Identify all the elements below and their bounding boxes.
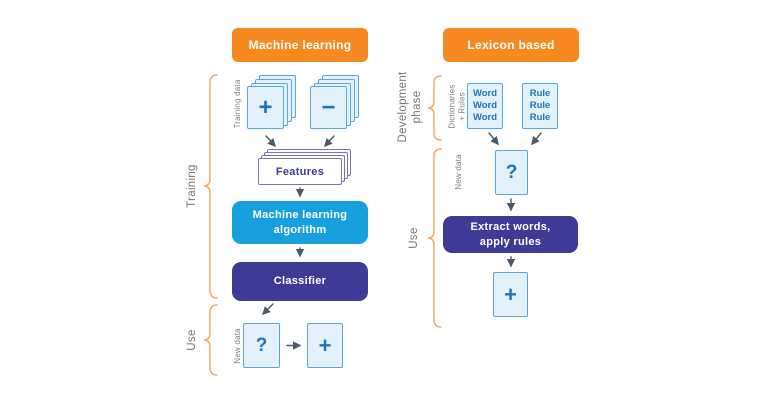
lexicon-based-header: Lexicon based xyxy=(443,28,579,62)
dictionaries-label-line1: Dictionaries xyxy=(447,84,456,129)
rule-line: Rule xyxy=(529,88,551,100)
machine-learning-algorithm-box: Machine learning algorithm xyxy=(232,201,368,244)
classification-result-box-left: + xyxy=(307,323,343,368)
development-phase-bracket-label: Development phase xyxy=(396,71,423,143)
negative-training-docs-stack: − xyxy=(310,75,359,129)
arrow-words-to-newdata xyxy=(488,132,499,146)
use-bracket-left xyxy=(203,304,218,376)
training-bracket xyxy=(203,74,218,299)
plus-icon: + xyxy=(318,332,332,358)
use-bracket-right xyxy=(427,148,442,328)
question-mark-icon: ? xyxy=(255,335,268,356)
new-data-label-right: New data xyxy=(453,154,463,190)
arrow-rules-to-newdata xyxy=(531,132,542,146)
machine-learning-header: Machine learning xyxy=(232,28,368,62)
extract-words-apply-rules-box: Extract words, apply rules xyxy=(443,216,578,253)
question-mark-icon: ? xyxy=(505,162,518,183)
minus-icon: − xyxy=(321,93,336,121)
doc-page-front: − xyxy=(310,86,347,129)
rule-box: Rule Rule Rule xyxy=(522,83,558,129)
new-data-label-left: New data xyxy=(232,328,242,364)
features-box: Features xyxy=(258,158,342,185)
use-bracket-label-left: Use xyxy=(186,329,198,351)
development-phase-bracket xyxy=(427,75,442,141)
plus-icon: + xyxy=(504,281,517,307)
dictionaries-rules-label: Dictionaries + Rules xyxy=(447,79,467,135)
training-bracket-label: Training xyxy=(186,164,198,208)
classifier-box: Classifier xyxy=(232,262,368,301)
doc-page-front: + xyxy=(247,86,284,129)
word-line: Word xyxy=(472,100,498,112)
word-line: Word xyxy=(472,111,498,123)
positive-training-docs-stack: + xyxy=(247,75,296,129)
dictionaries-label-line2: + Rules xyxy=(457,92,466,121)
plus-icon: + xyxy=(258,93,273,121)
arrow-negative-to-features xyxy=(324,135,335,148)
arrow-classifier-to-newdata xyxy=(262,303,274,315)
word-line: Word xyxy=(472,88,498,100)
rule-line: Rule xyxy=(529,100,551,112)
word-dictionary-box: Word Word Word xyxy=(467,83,503,129)
arrow-positive-to-features xyxy=(265,135,276,148)
use-bracket-label-right: Use xyxy=(408,227,420,249)
rule-line: Rule xyxy=(529,111,551,123)
new-data-query-box-right: ? xyxy=(495,150,528,195)
new-data-query-box-left: ? xyxy=(243,323,280,368)
training-data-label: Training data xyxy=(232,79,242,129)
classification-result-box-right: + xyxy=(493,272,528,317)
features-stack: Features xyxy=(258,149,351,186)
